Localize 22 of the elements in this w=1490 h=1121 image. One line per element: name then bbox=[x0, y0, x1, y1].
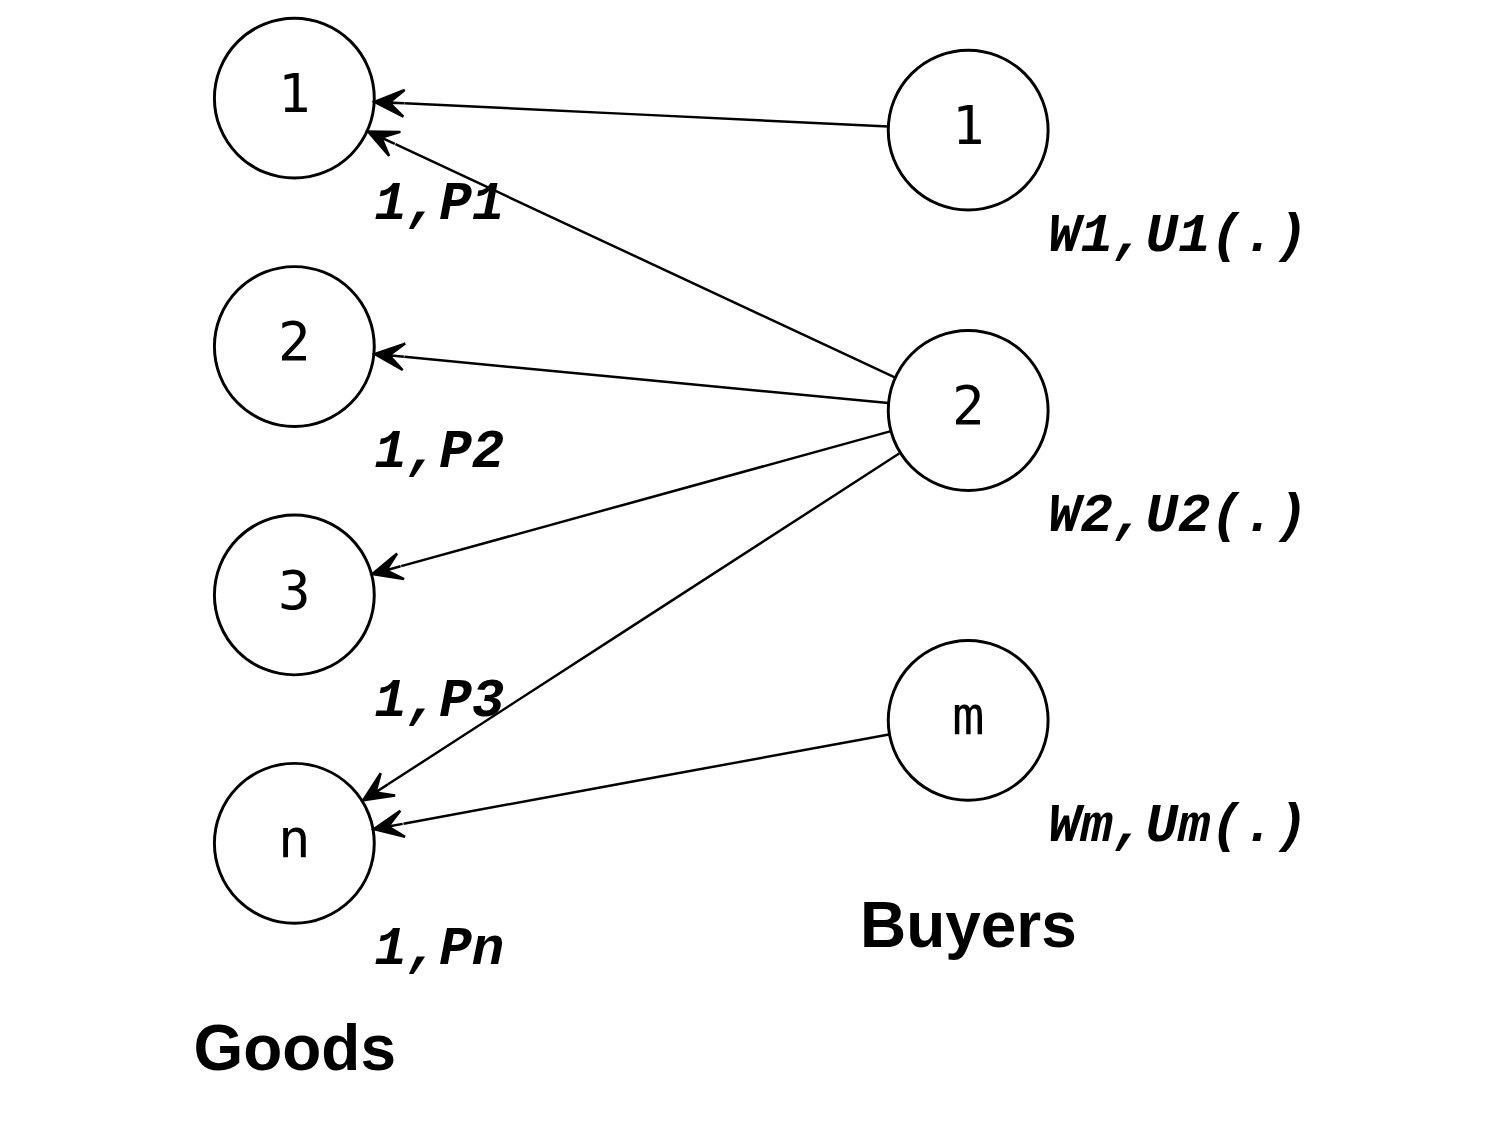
node-label: 1,P1 bbox=[374, 173, 505, 235]
arrow bbox=[373, 88, 889, 128]
arrow bbox=[361, 452, 900, 802]
node-label: Wm,Um(.) bbox=[1048, 796, 1308, 858]
arrow bbox=[372, 733, 890, 839]
arrow bbox=[366, 130, 896, 379]
node-circle: 2 bbox=[886, 329, 1050, 492]
node-circle: n bbox=[212, 761, 376, 925]
node-label: 1,P2 bbox=[374, 422, 505, 484]
node-circle: 3 bbox=[212, 513, 376, 677]
node-label: W1,U1(.) bbox=[1048, 205, 1308, 267]
node-label: W2,U2(.) bbox=[1048, 486, 1308, 548]
node-circle: 1 bbox=[886, 48, 1050, 212]
node-label: 1,Pn bbox=[374, 919, 505, 981]
node-circle: m bbox=[886, 638, 1050, 802]
label: Buyers bbox=[859, 889, 1077, 962]
node-circle: 1 bbox=[212, 16, 376, 180]
label: Goods bbox=[193, 1012, 396, 1085]
arrow bbox=[370, 429, 892, 581]
node-circle: 2 bbox=[212, 265, 376, 428]
arrow bbox=[373, 342, 889, 405]
node-label: 1,P3 bbox=[374, 670, 505, 732]
